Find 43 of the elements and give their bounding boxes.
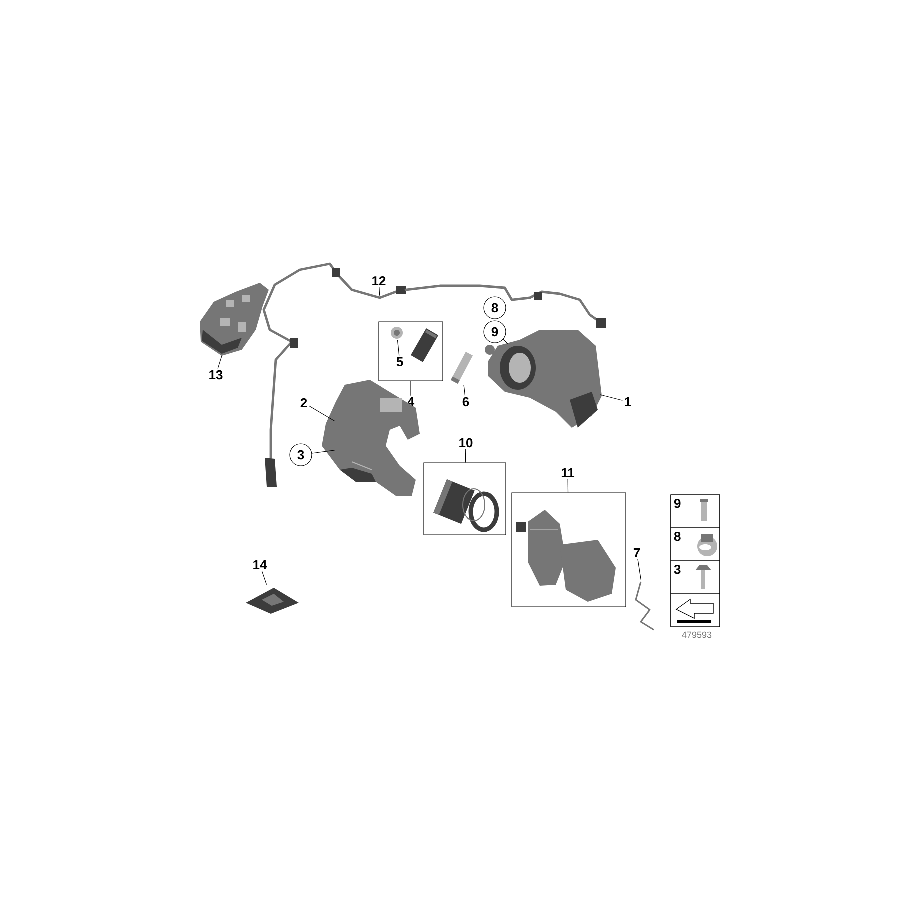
leader-line: [638, 558, 642, 580]
leader-line: [218, 354, 223, 369]
callout-number: 9: [484, 320, 506, 344]
table-cell: 9: [670, 494, 720, 528]
brake-pads-drawing: [516, 510, 616, 602]
callout-number: 3: [290, 444, 312, 466]
leader-line: [465, 449, 466, 463]
grease-packet-drawing: [246, 588, 299, 614]
guide-sleeve-drawing: [410, 328, 439, 362]
callout-number: 7: [634, 548, 640, 558]
callout-number: 12: [372, 276, 386, 286]
callout-number: 2: [300, 398, 308, 408]
leader-line: [262, 570, 268, 586]
leader-line: [464, 384, 466, 396]
leader-line: [397, 340, 400, 356]
leader-line: [600, 394, 623, 401]
callout-number: 14: [254, 560, 268, 570]
callout-number: 13: [210, 370, 223, 380]
callout-number: 10: [460, 438, 473, 448]
leader-line: [568, 478, 569, 493]
group-frame: [424, 462, 506, 536]
sensor-cable-drawing: [350, 286, 406, 300]
callout-number: 5: [396, 357, 404, 367]
leader-line: [379, 286, 380, 296]
leader-line: [309, 406, 336, 422]
callout-number: 1: [625, 398, 632, 406]
callout-number: 6: [462, 397, 470, 407]
guide-pin-drawing: [450, 352, 474, 384]
spring-clip-drawing: [635, 582, 654, 631]
carrier-drawing: [322, 380, 420, 496]
leader-line: [410, 381, 412, 396]
leader-line: [312, 450, 336, 454]
piston-kit-drawing: [434, 480, 500, 532]
callout-number: 11: [562, 468, 575, 478]
bushing-drawing: [391, 327, 403, 339]
table-cell: [670, 594, 720, 628]
leader-line: [503, 339, 508, 344]
group-frame: [512, 492, 626, 608]
table-cell: 3: [670, 560, 720, 594]
bracket-drawing: [200, 283, 269, 356]
callout-number: 8: [484, 296, 506, 320]
group-frame: [378, 322, 444, 382]
table-cell: 8: [670, 528, 720, 562]
